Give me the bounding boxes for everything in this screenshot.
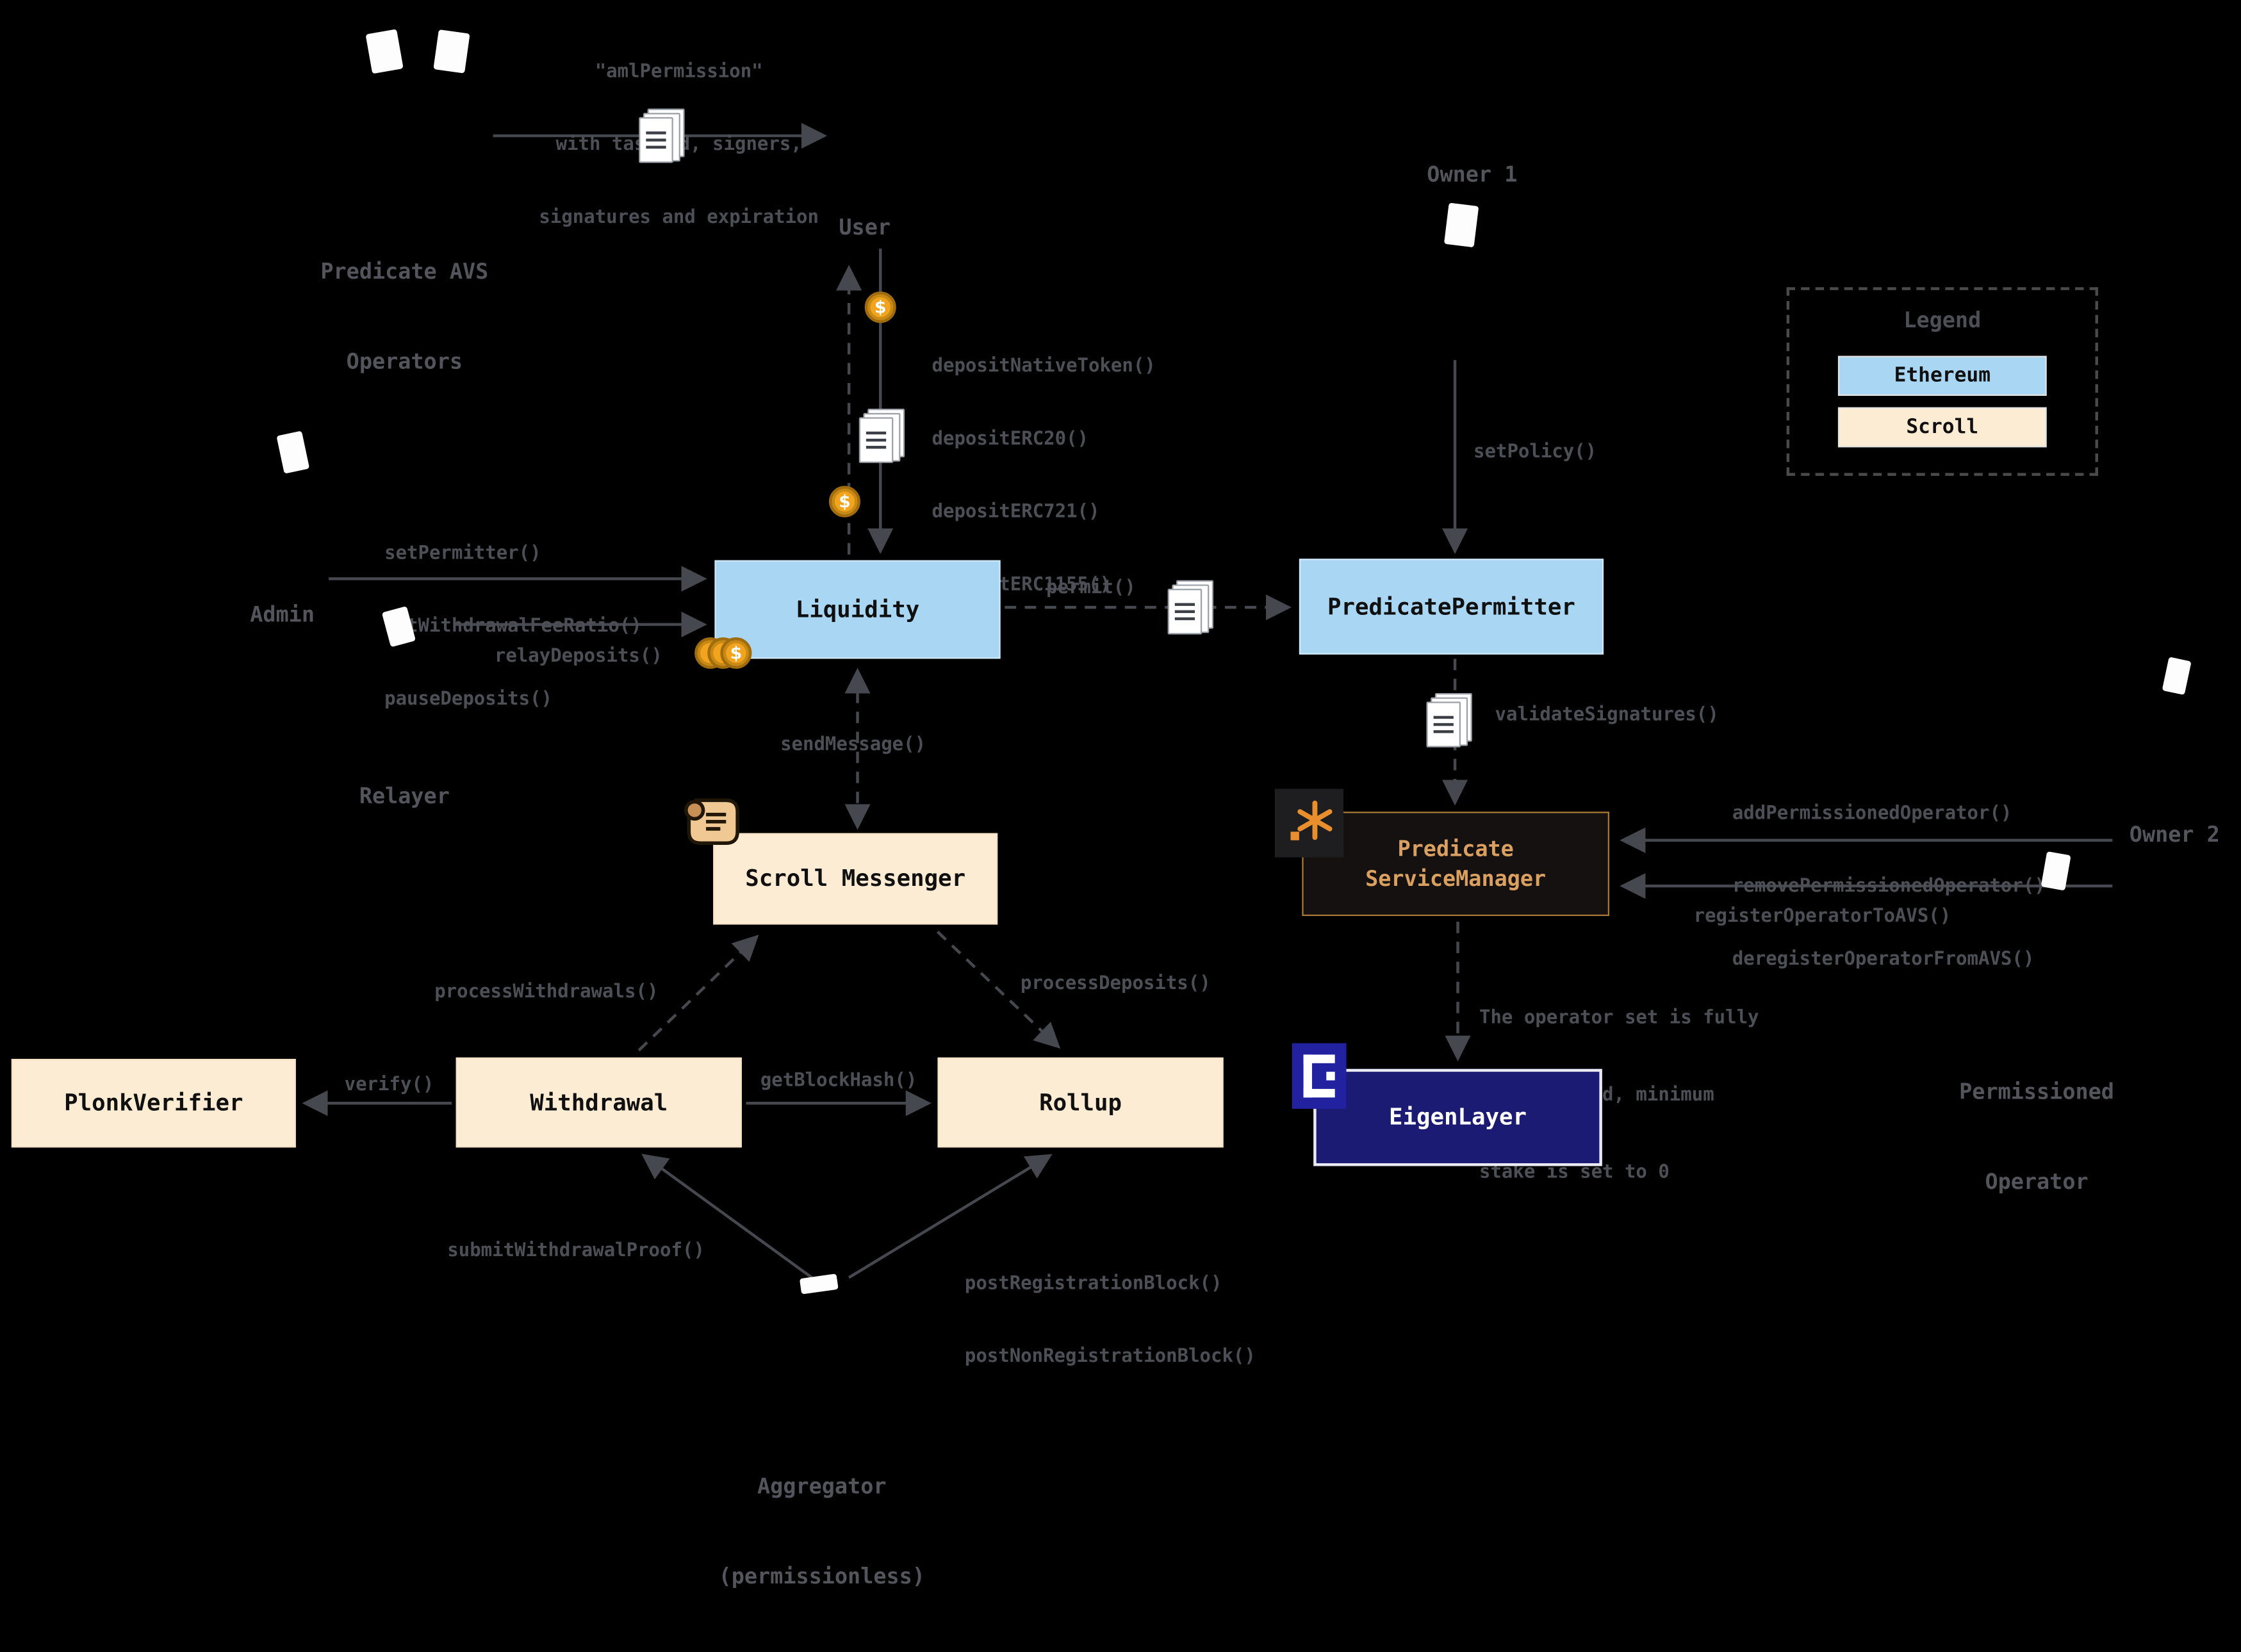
coin-icon: $ (864, 291, 896, 323)
label-process-withdrawals: processWithdrawals() (434, 981, 659, 1004)
actor-aggregator: Aggregator (permissionless) (686, 1412, 958, 1652)
actor-predicate-avs-operators-line1: Predicate AVS (320, 258, 489, 284)
node-psm-label-line2: ServiceManager (1365, 865, 1547, 891)
label-register-operator: registerOperatorToAVS() (1693, 906, 1951, 928)
actor-permissioned-operator-line1: Permissioned (1959, 1079, 2114, 1105)
node-predicate-service-manager: Predicate ServiceManager (1302, 812, 1609, 917)
label-set-policy: setPolicy() (1473, 441, 1597, 463)
label-post-blocks-line1: postRegistrationBlock() (964, 1273, 1222, 1295)
actor-permissioned-operator-line2: Operator (1985, 1168, 2089, 1195)
label-admin-calls-line1: setPermitter() (384, 543, 541, 565)
document-icon (858, 409, 905, 463)
node-predicate-permitter: PredicatePermitter (1299, 559, 1604, 655)
node-scroll-messenger: Scroll Messenger (713, 833, 998, 925)
label-deposits-line2: depositERC20() (932, 429, 1089, 450)
actor-aggregator-line2: (permissionless) (718, 1563, 925, 1589)
label-deposits-line1: depositNativeToken() (932, 356, 1156, 377)
document-icon (1426, 692, 1472, 748)
actor-admin: Admin (250, 601, 315, 628)
label-admin-calls-line2: setWithdrawalFeeRatio() (384, 616, 642, 637)
actor-permissioned-operator: Permissioned Operator (1901, 1017, 2172, 1257)
node-predicate-permitter-label: PredicatePermitter (1327, 593, 1575, 620)
node-withdrawal-label: Withdrawal (530, 1088, 668, 1116)
label-owner2-calls-line2: removePermissionedOperator() (1732, 876, 2046, 898)
coin-icon: $ (720, 637, 752, 669)
label-submit-withdrawal-proof: submitWithdrawalProof() (447, 1240, 705, 1262)
node-psm-label-line1: Predicate (1397, 836, 1514, 862)
actor-relayer: Relayer (359, 783, 450, 809)
node-plonk-verifier: PlonkVerifier (11, 1059, 296, 1148)
label-send-message: sendMessage() (780, 734, 926, 756)
actor-predicate-avs-operators-line2: Operators (346, 348, 463, 375)
node-rollup-label: Rollup (1039, 1088, 1122, 1116)
diagram-edges (302, 122, 2113, 1279)
document-icon (639, 108, 685, 163)
edge-process-withdrawals (637, 935, 759, 1052)
scroll-icon (680, 797, 741, 852)
label-owner2-calls: addPermissionedOperator() removePermissi… (1732, 753, 2046, 1020)
actor-owner2: Owner 2 (2129, 821, 2220, 847)
predicate-logo-icon (1274, 789, 1344, 863)
eigenlayer-logo-icon (1292, 1043, 1347, 1115)
node-plonk-verifier-label: PlonkVerifier (64, 1089, 243, 1116)
legend: Legend Ethereum Scroll (1786, 287, 2098, 476)
label-owner2-calls-line1: addPermissionedOperator() (1732, 803, 2012, 825)
actor-user: User (839, 214, 891, 240)
label-post-blocks-line2: postNonRegistrationBlock() (964, 1346, 1256, 1368)
label-admin-calls-line3: pauseDeposits() (384, 689, 553, 710)
label-owner2-calls-line3: deregisterOperatorFromAVS() (1732, 949, 2035, 970)
legend-title: Legend (1903, 307, 1982, 333)
legend-scroll-swatch: Scroll (1837, 407, 2047, 448)
actor-owner1: Owner 1 (1427, 161, 1518, 188)
label-validate-signatures: validateSignatures() (1495, 704, 1719, 726)
label-deposits-line3: depositERC721() (932, 502, 1100, 523)
label-operator-note-line1: The operator set is fully (1479, 1007, 1759, 1029)
label-aml-note-line1: "amlPermission" (595, 61, 763, 83)
actor-predicate-avs-operators: Predicate AVS Operators (243, 197, 566, 438)
node-liquidity-label: Liquidity (795, 595, 920, 623)
node-rollup: Rollup (937, 1057, 1224, 1148)
node-scroll-messenger-label: Scroll Messenger (745, 865, 966, 892)
person-icon (1443, 202, 1479, 248)
label-post-blocks: postRegistrationBlock() postNonRegistrat… (965, 1223, 1256, 1418)
coin-icon: $ (828, 486, 861, 518)
label-verify: verify() (344, 1074, 434, 1097)
node-eigenlayer-label: EigenLayer (1389, 1103, 1527, 1131)
label-get-block-hash: getBlockHash() (760, 1070, 917, 1092)
person-icon (433, 29, 470, 74)
edge-post-blocks (848, 1154, 1053, 1279)
label-process-deposits: processDeposits() (1020, 973, 1211, 995)
label-aml-note-line3: signatures and expiration (539, 207, 819, 229)
document-icon (1167, 580, 1214, 635)
label-relay-deposits: relayDeposits() (494, 646, 662, 667)
node-liquidity: Liquidity (714, 560, 1001, 659)
edge-process-deposits (936, 930, 1061, 1049)
node-withdrawal: Withdrawal (456, 1057, 742, 1148)
label-permit: permit() (1046, 577, 1136, 599)
diagram-canvas: Liquidity PredicatePermitter Scroll Mess… (11, 29, 2220, 1589)
person-icon (365, 29, 404, 74)
legend-ethereum-swatch: Ethereum (1837, 356, 2047, 396)
actor-aggregator-line1: Aggregator (757, 1473, 887, 1500)
edge-submit-withdrawal-proof (641, 1154, 813, 1279)
node-eigenlayer: EigenLayer (1313, 1068, 1602, 1166)
label-admin-calls: setPermitter() setWithdrawalFeeRatio() p… (384, 493, 642, 760)
